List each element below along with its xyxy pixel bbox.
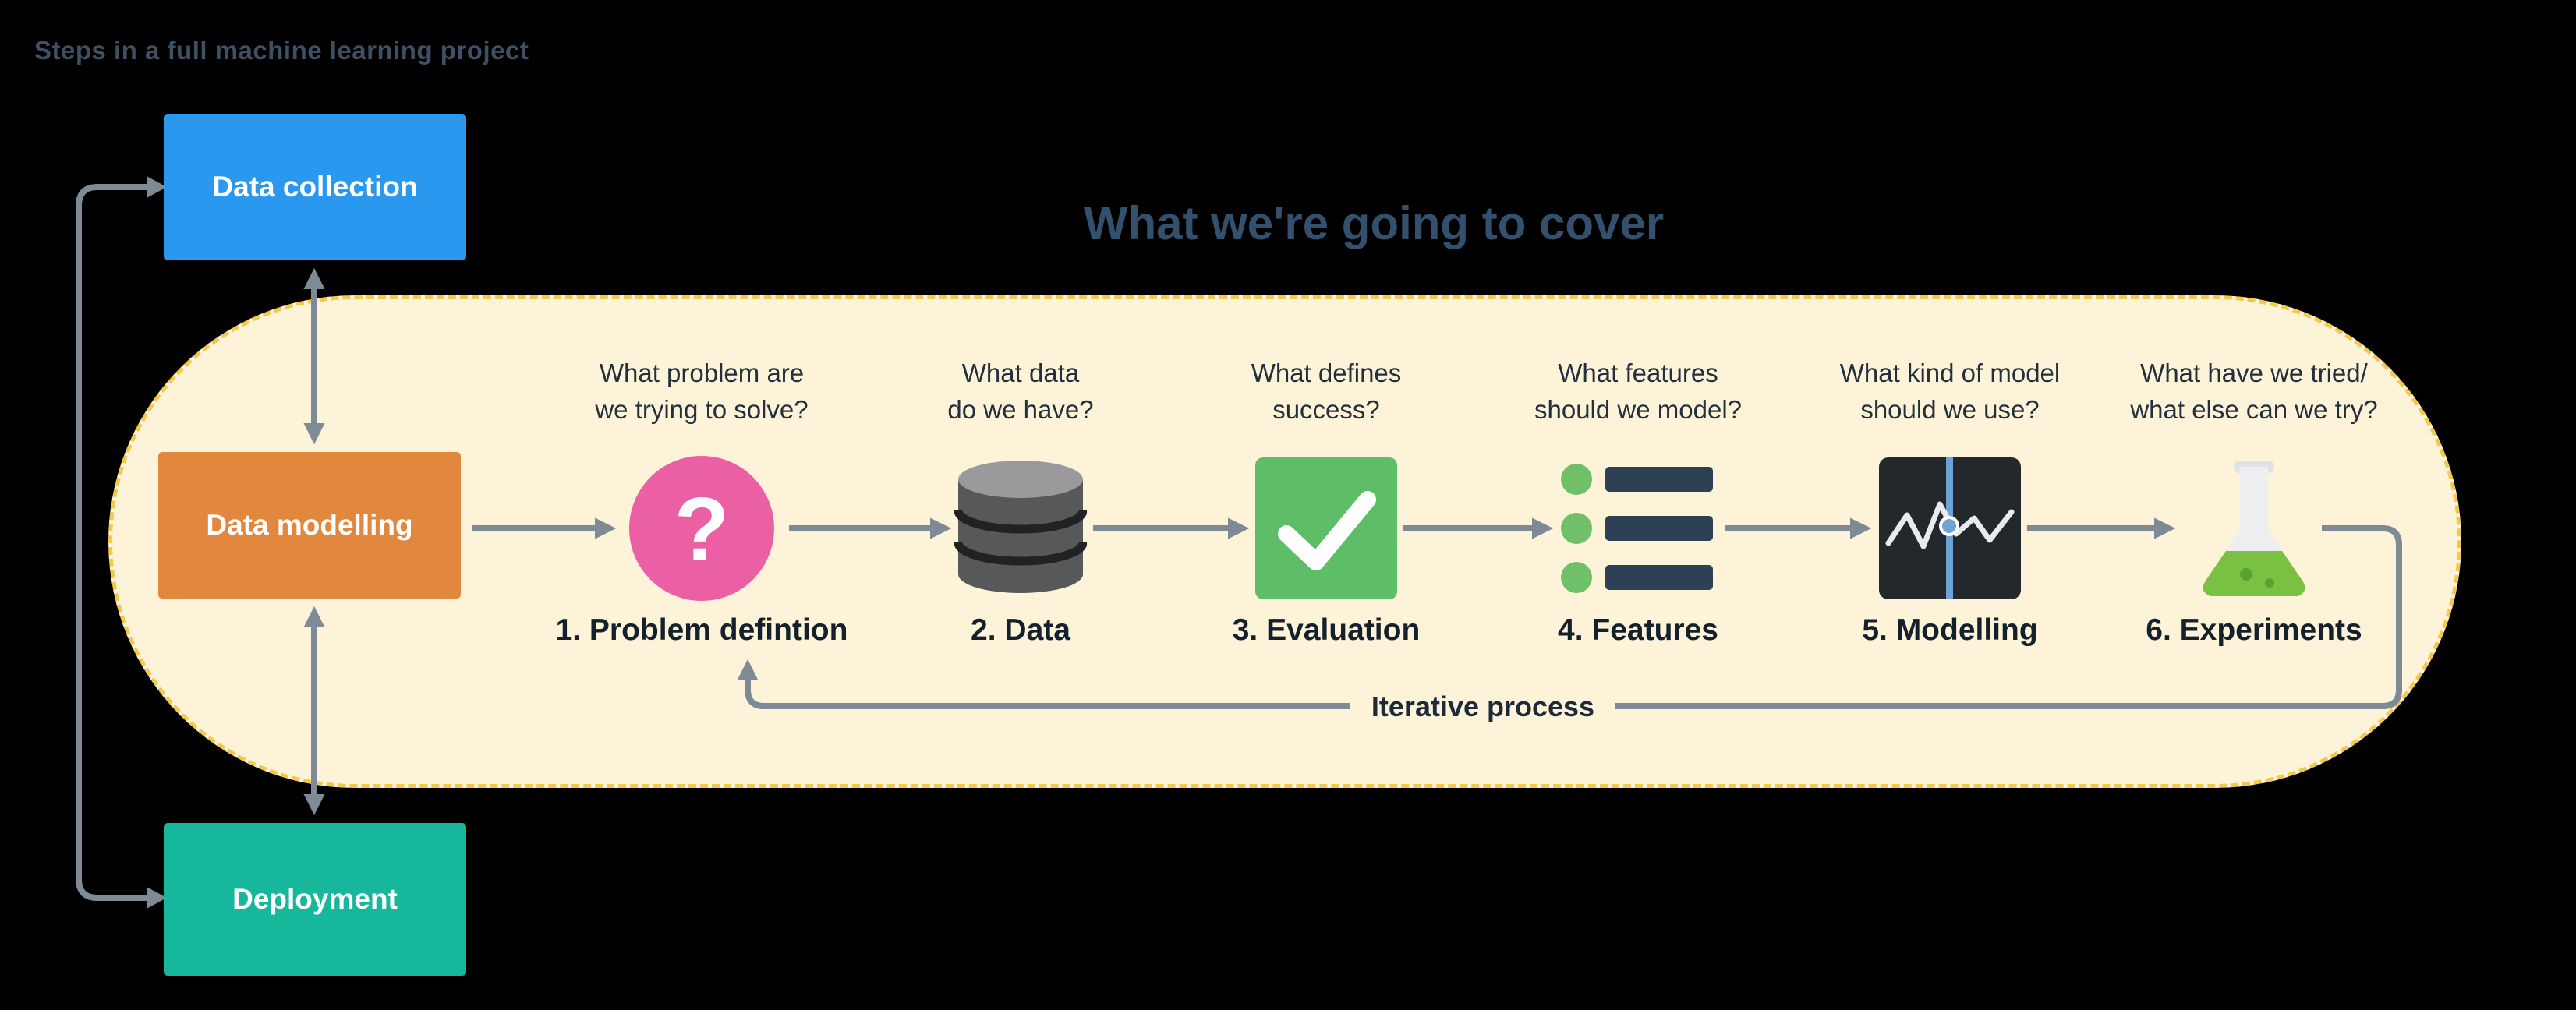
section-title: What we're going to cover	[1083, 197, 1665, 249]
iterative-process-label: Iterative process	[1350, 684, 1615, 729]
step-question: What defines success?	[1251, 358, 1402, 425]
step-question: What data do we have?	[947, 358, 1094, 425]
step-question: What kind of model should we use?	[1839, 358, 2061, 425]
step-question: What features should we model?	[1534, 358, 1742, 425]
step-experiments: What have we tried/ what else can we try…	[2067, 327, 2441, 670]
step-question: What problem are we trying to solve?	[595, 358, 809, 425]
flask-icon	[2067, 454, 2441, 602]
question-circle-icon: ?	[515, 454, 889, 602]
step-label: 6. Experiments	[2146, 613, 2362, 647]
node-data-collection: Data collection	[164, 114, 466, 260]
node-deployment: Deployment	[164, 823, 466, 976]
node-data-modelling: Data modelling	[158, 452, 461, 599]
node-data-collection-label: Data collection	[212, 171, 418, 203]
node-data-modelling-label: Data modelling	[206, 509, 413, 541]
svg-text:?: ?	[674, 479, 730, 580]
step-question: What have we tried/ what else can we try…	[2130, 358, 2378, 425]
page-title: Steps in a full machine learning project	[34, 36, 529, 65]
node-deployment-label: Deployment	[232, 883, 398, 915]
